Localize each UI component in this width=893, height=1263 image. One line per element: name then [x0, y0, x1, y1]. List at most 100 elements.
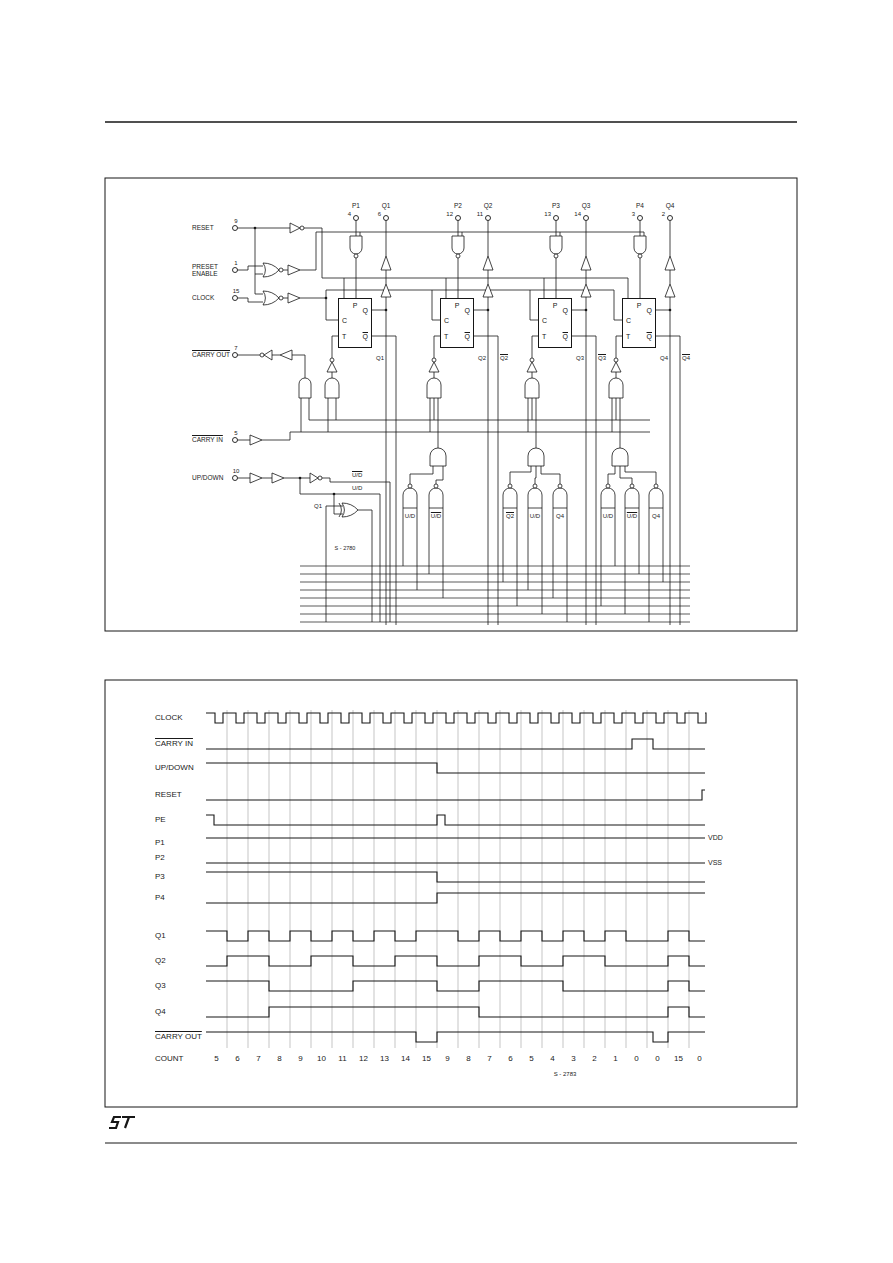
logic-label: U/D: [405, 513, 415, 520]
flip-flop-box: PCTQQ: [538, 298, 572, 348]
junction-dot: [669, 309, 672, 312]
timing-label: 13: [380, 1055, 389, 1064]
wire: [572, 297, 586, 310]
timing-label: Q4: [155, 1008, 166, 1017]
wire: [556, 258, 557, 298]
wire: [443, 508, 444, 598]
wire: [625, 466, 656, 484]
logic-label: Q2: [478, 355, 486, 362]
timing-label: 5: [529, 1055, 533, 1064]
logic-label: 10: [233, 468, 240, 475]
wire: [429, 508, 430, 574]
inversion-bubble: [654, 484, 658, 488]
timing-label: 0: [697, 1055, 701, 1064]
buffer-symbol: [272, 473, 284, 483]
wire: [601, 508, 602, 606]
logic-label: S - 2780: [335, 545, 356, 551]
nand-gate: [452, 236, 464, 254]
pin-terminal: [384, 216, 389, 221]
pin-terminal: [233, 296, 238, 301]
logic-label: Q1: [382, 202, 391, 209]
pin-terminal: [668, 216, 673, 221]
wire: [649, 508, 650, 622]
wire: [462, 232, 463, 236]
wire: [553, 508, 554, 598]
buffer-symbol: [250, 473, 262, 483]
terminal-letter: T: [342, 333, 346, 340]
logic-label: 15: [233, 288, 240, 295]
wire: [300, 232, 644, 270]
wire: [238, 355, 261, 356]
logic-label: CLOCK: [192, 294, 214, 301]
wire: [262, 478, 272, 479]
timing-label: Q3: [155, 982, 166, 991]
buffer-symbol: [280, 350, 292, 360]
wire: [567, 508, 568, 622]
inversion-bubble: [354, 254, 358, 258]
logic-label: Q2: [500, 355, 508, 362]
wire: [644, 232, 645, 236]
inversion-bubble: [300, 226, 304, 230]
buffer-symbol: [327, 362, 337, 372]
wire: [300, 598, 690, 599]
pin-terminal: [584, 216, 589, 221]
and-gate: [525, 378, 539, 398]
wire: [344, 278, 345, 298]
grid-line: [479, 710, 480, 1048]
buffer-symbol: [264, 350, 272, 360]
wire: [336, 398, 337, 420]
timing-label: 8: [466, 1055, 470, 1064]
wire: [283, 298, 288, 299]
logic-label: 3: [632, 211, 635, 218]
grid-line: [458, 710, 459, 1048]
and-gate: [528, 448, 544, 466]
terminal-letter: P: [637, 302, 642, 309]
buffer-symbol: [581, 284, 591, 297]
wire: [510, 466, 531, 484]
wire: [663, 508, 664, 582]
grid-line: [227, 710, 228, 1048]
timing-label: 9: [445, 1055, 449, 1064]
timing-diagram: [206, 710, 706, 1048]
grid-line: [500, 710, 501, 1048]
logic-label: 9: [234, 218, 237, 225]
logic-label: U/D: [603, 513, 613, 520]
timing-label: P3: [155, 873, 165, 882]
pin-terminal: [486, 216, 491, 221]
wire: [386, 310, 387, 625]
buffer-symbol: [581, 256, 591, 270]
inversion-bubble: [330, 358, 334, 362]
wire: [386, 221, 387, 257]
grid-line: [647, 710, 648, 1048]
wire: [544, 278, 545, 298]
grid-line: [395, 710, 396, 1048]
pin-terminal: [354, 216, 359, 221]
timing-label: 4: [550, 1055, 554, 1064]
timing-label: 11: [338, 1055, 346, 1064]
wire: [403, 508, 404, 566]
timing-label: VSS: [708, 859, 722, 867]
terminal-letter: T: [542, 333, 546, 340]
wire: [300, 606, 690, 607]
wire: [616, 372, 617, 378]
wire: [620, 466, 632, 484]
pin-terminal: [233, 268, 238, 273]
wire: [434, 372, 435, 378]
pin-terminal: [554, 216, 559, 221]
logic-label: 4: [348, 211, 351, 218]
wire: [372, 297, 386, 310]
pin-terminal: [233, 438, 238, 443]
wire: [309, 398, 650, 420]
inversion-bubble: [456, 254, 460, 258]
wire: [458, 221, 459, 237]
xor-curve: [339, 503, 341, 517]
and-gate: [609, 378, 623, 398]
terminal-letter: C: [626, 317, 631, 324]
wire: [255, 228, 256, 294]
timing-label: 10: [317, 1055, 326, 1064]
wire: [586, 270, 587, 284]
wire: [670, 221, 671, 257]
terminal-letter: Q: [465, 307, 470, 314]
grid-line: [269, 710, 270, 1048]
grid-line: [332, 710, 333, 1048]
